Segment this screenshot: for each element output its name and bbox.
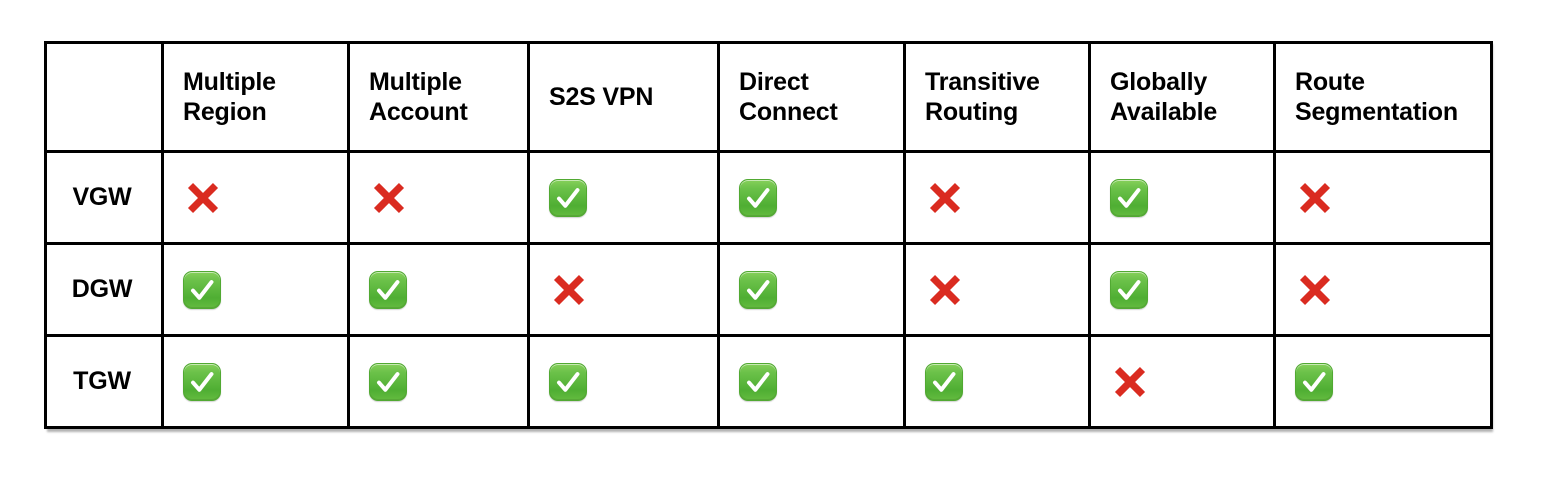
cell-icon-wrapper: [164, 178, 347, 218]
column-header-transitive-routing[interactable]: Transitive Routing: [903, 41, 1091, 153]
cross-icon: [925, 178, 965, 218]
cell-icon-wrapper: [1091, 362, 1273, 402]
cell-dgw-multiple-account: [347, 242, 530, 337]
check-icon: [549, 178, 587, 217]
cross-icon: [369, 178, 409, 218]
cell-tgw-multiple-region: [161, 334, 350, 429]
row-header-tgw[interactable]: TGW: [44, 334, 164, 429]
check-icon: [1295, 362, 1333, 401]
column-header-label: S2S VPN: [549, 82, 654, 111]
check-icon: [369, 362, 407, 401]
cell-icon-wrapper: [906, 362, 1088, 401]
cell-vgw-multiple-account: [347, 150, 530, 245]
cross-icon: [183, 178, 223, 218]
column-header-multiple-account[interactable]: Multiple Account: [347, 41, 530, 153]
check-icon: [1110, 270, 1148, 309]
cell-icon-wrapper: [530, 362, 717, 401]
cross-icon: [1110, 362, 1150, 402]
cell-dgw-s2s-vpn: [527, 242, 720, 337]
column-header-globally-available[interactable]: Globally Available: [1088, 41, 1276, 153]
check-icon: [739, 178, 777, 217]
table-header-row: Multiple Region Multiple Account S2S VPN Di…: [44, 41, 1493, 153]
cross-icon: [1295, 270, 1335, 310]
comparison-table-container: Multiple Region Multiple Account S2S VPN Di…: [44, 41, 1493, 429]
cell-vgw-multiple-region: [161, 150, 350, 245]
cell-icon-wrapper: [720, 362, 903, 401]
cell-icon-wrapper: [1276, 362, 1490, 401]
cell-icon-wrapper: [720, 270, 903, 309]
row-header-label: VGW: [72, 183, 132, 211]
cell-icon-wrapper: [164, 270, 347, 309]
check-icon: [183, 362, 221, 401]
cell-dgw-transitive-routing: [903, 242, 1091, 337]
cell-dgw-multiple-region: [161, 242, 350, 337]
column-header-label: Multiple Account: [369, 67, 468, 127]
check-icon: [925, 362, 963, 401]
cell-dgw-globally-available: [1088, 242, 1276, 337]
cell-tgw-s2s-vpn: [527, 334, 720, 429]
cell-tgw-multiple-account: [347, 334, 530, 429]
column-header-route-segmentation[interactable]: Route Segmentation: [1273, 41, 1493, 153]
column-header-multiple-region[interactable]: Multiple Region: [161, 41, 350, 153]
gateway-comparison-table: Multiple Region Multiple Account S2S VPN Di…: [44, 41, 1493, 429]
cell-icon-wrapper: [906, 178, 1088, 218]
table-header: Multiple Region Multiple Account S2S VPN Di…: [44, 41, 1493, 153]
cell-dgw-direct-connect: [717, 242, 906, 337]
cell-icon-wrapper: [1091, 270, 1273, 309]
cell-icon-wrapper: [1276, 270, 1490, 310]
column-header-label: Route Segmentation: [1295, 67, 1458, 127]
table-row: DGW: [44, 242, 1493, 337]
cell-vgw-direct-connect: [717, 150, 906, 245]
cell-icon-wrapper: [1276, 178, 1490, 218]
cell-tgw-direct-connect: [717, 334, 906, 429]
cell-vgw-route-segmentation: [1273, 150, 1493, 245]
column-header-label: Multiple Region: [183, 67, 276, 127]
cell-icon-wrapper: [350, 362, 527, 401]
cell-icon-wrapper: [164, 362, 347, 401]
row-header-dgw[interactable]: DGW: [44, 242, 164, 337]
check-icon: [1110, 178, 1148, 217]
row-header-label: TGW: [73, 367, 131, 395]
cell-icon-wrapper: [720, 178, 903, 217]
column-header-label: Transitive Routing: [925, 67, 1040, 127]
column-header-s2s-vpn[interactable]: S2S VPN: [527, 41, 720, 153]
cell-vgw-s2s-vpn: [527, 150, 720, 245]
check-icon: [369, 270, 407, 309]
cell-icon-wrapper: [1091, 178, 1273, 217]
cell-icon-wrapper: [350, 270, 527, 309]
check-icon: [739, 270, 777, 309]
cell-vgw-globally-available: [1088, 150, 1276, 245]
row-header-label: DGW: [71, 275, 133, 303]
check-icon: [183, 270, 221, 309]
cross-icon: [1295, 178, 1335, 218]
table-corner-cell: [44, 41, 164, 153]
row-header-vgw[interactable]: VGW: [44, 150, 164, 245]
cross-icon: [549, 270, 589, 310]
cell-icon-wrapper: [530, 178, 717, 217]
table-row: TGW: [44, 334, 1493, 429]
cell-icon-wrapper: [350, 178, 527, 218]
check-icon: [549, 362, 587, 401]
cell-tgw-route-segmentation: [1273, 334, 1493, 429]
cell-tgw-globally-available: [1088, 334, 1276, 429]
cell-icon-wrapper: [906, 270, 1088, 310]
column-header-label: Globally Available: [1110, 67, 1218, 127]
cell-vgw-transitive-routing: [903, 150, 1091, 245]
cell-dgw-route-segmentation: [1273, 242, 1493, 337]
cell-tgw-transitive-routing: [903, 334, 1091, 429]
check-icon: [739, 362, 777, 401]
cross-icon: [925, 270, 965, 310]
cell-icon-wrapper: [530, 270, 717, 310]
table-row: VGW: [44, 150, 1493, 245]
table-body: VGW DGW TGW: [44, 150, 1493, 429]
column-header-direct-connect[interactable]: Direct Connect: [717, 41, 906, 153]
column-header-label: Direct Connect: [739, 67, 838, 127]
